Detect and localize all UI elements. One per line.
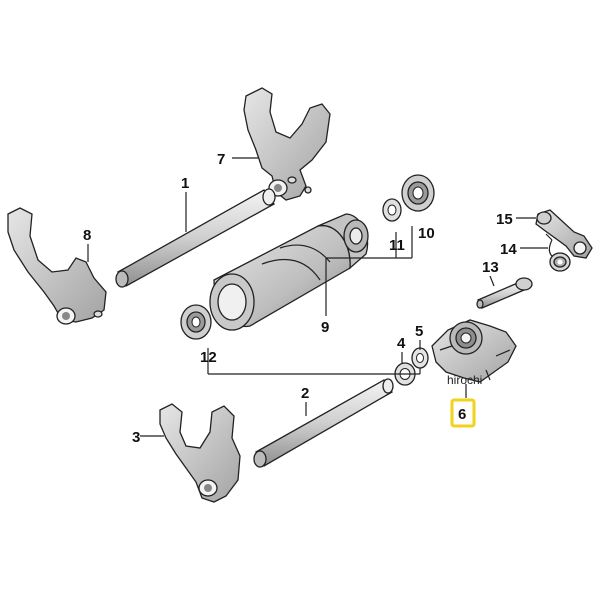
highlight-box: [450, 398, 476, 428]
spring-14: [545, 233, 571, 272]
callout-4: 4: [397, 335, 406, 352]
callout-6: 6: [458, 406, 466, 423]
bearing-12: [180, 304, 212, 340]
shift-fork-3: [159, 403, 241, 503]
callout-8: 8: [83, 227, 91, 244]
callout-3: 3: [132, 429, 140, 446]
callout-13: 13: [482, 259, 499, 276]
callout-2: 2: [301, 385, 309, 402]
pin-13: [476, 277, 533, 309]
callout-12: 12: [200, 349, 217, 366]
washer-5: [411, 347, 429, 369]
callout-5: 5: [415, 323, 423, 340]
leader-lines: [87, 157, 548, 437]
bearing-10: [401, 174, 435, 212]
callout-11: 11: [389, 237, 405, 254]
callout-7: 7: [217, 151, 225, 168]
callout-1: 1: [181, 175, 189, 192]
shift-fork-8: [7, 207, 107, 325]
callout-10: 10: [418, 225, 435, 242]
shaft-2: [253, 378, 394, 468]
callout-15: 15: [496, 211, 513, 228]
callout-14: 14: [500, 241, 517, 258]
lever-15: [535, 209, 593, 259]
shaft-1: [115, 188, 276, 288]
washer-11: [382, 198, 402, 222]
callout-9: 9: [321, 319, 329, 336]
shift-drum-9: [209, 213, 369, 331]
watermark-text: hirochi: [447, 373, 482, 387]
shift-mechanism-6: [431, 319, 517, 383]
shift-fork-7: [243, 87, 331, 201]
